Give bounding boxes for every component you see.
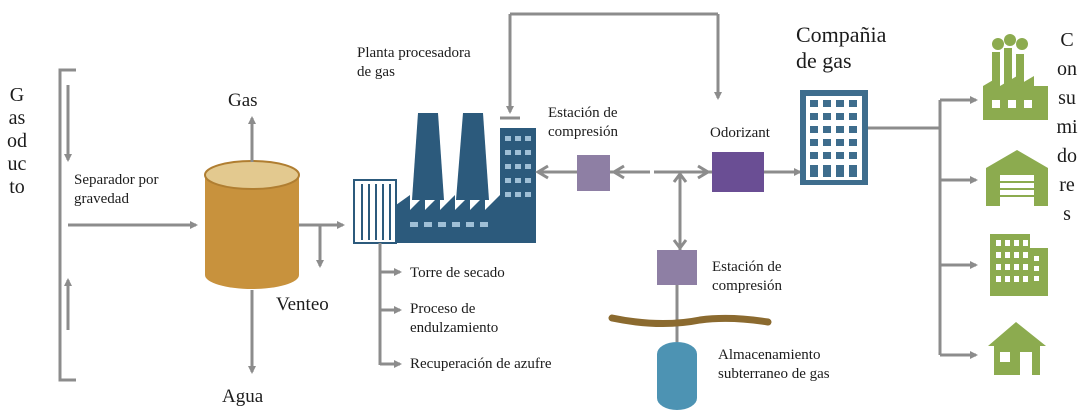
label-compania: Compañia de gas <box>796 22 887 73</box>
gasoducto-bracket <box>58 68 76 382</box>
factory-icon <box>983 34 1048 120</box>
label-endulzamiento: Proceso de endulzamiento <box>410 301 499 336</box>
warehouse-icon <box>986 150 1048 206</box>
office-building-icon <box>990 234 1048 296</box>
label-planta: Planta procesadora de gas <box>357 45 471 80</box>
odorizant-unit <box>712 152 764 192</box>
compression-station-bottom <box>657 250 697 285</box>
gravity-separator <box>204 160 300 289</box>
label-odorizant: Odorizant <box>710 125 770 141</box>
label-torre: Torre de secado <box>410 265 505 281</box>
label-estacion-compresion-top: Estación de compresión <box>548 105 618 140</box>
label-gasoducto: Gasoducto <box>7 84 27 198</box>
plant-process-branches <box>378 243 402 368</box>
label-azufre: Recuperación de azufre <box>410 356 552 372</box>
label-almacenamiento: Almacenamiento subterraneo de gas <box>718 347 830 382</box>
compression-station-top <box>577 155 610 191</box>
gas-company-building <box>800 90 868 185</box>
label-gas: Gas <box>228 90 258 111</box>
distribution-lines <box>868 96 978 359</box>
label-separador: Separador por gravedad <box>74 172 159 207</box>
label-venteo: Venteo <box>276 294 329 315</box>
label-estacion-compresion-bottom: Estación de compresión <box>712 259 782 294</box>
processing-plant <box>353 113 536 244</box>
top-loop <box>500 12 722 120</box>
underground-storage <box>657 342 697 410</box>
house-icon <box>988 322 1046 375</box>
ground-line <box>608 314 772 328</box>
label-consumidores: Consumidores <box>1056 29 1078 225</box>
label-agua: Agua <box>222 386 264 407</box>
